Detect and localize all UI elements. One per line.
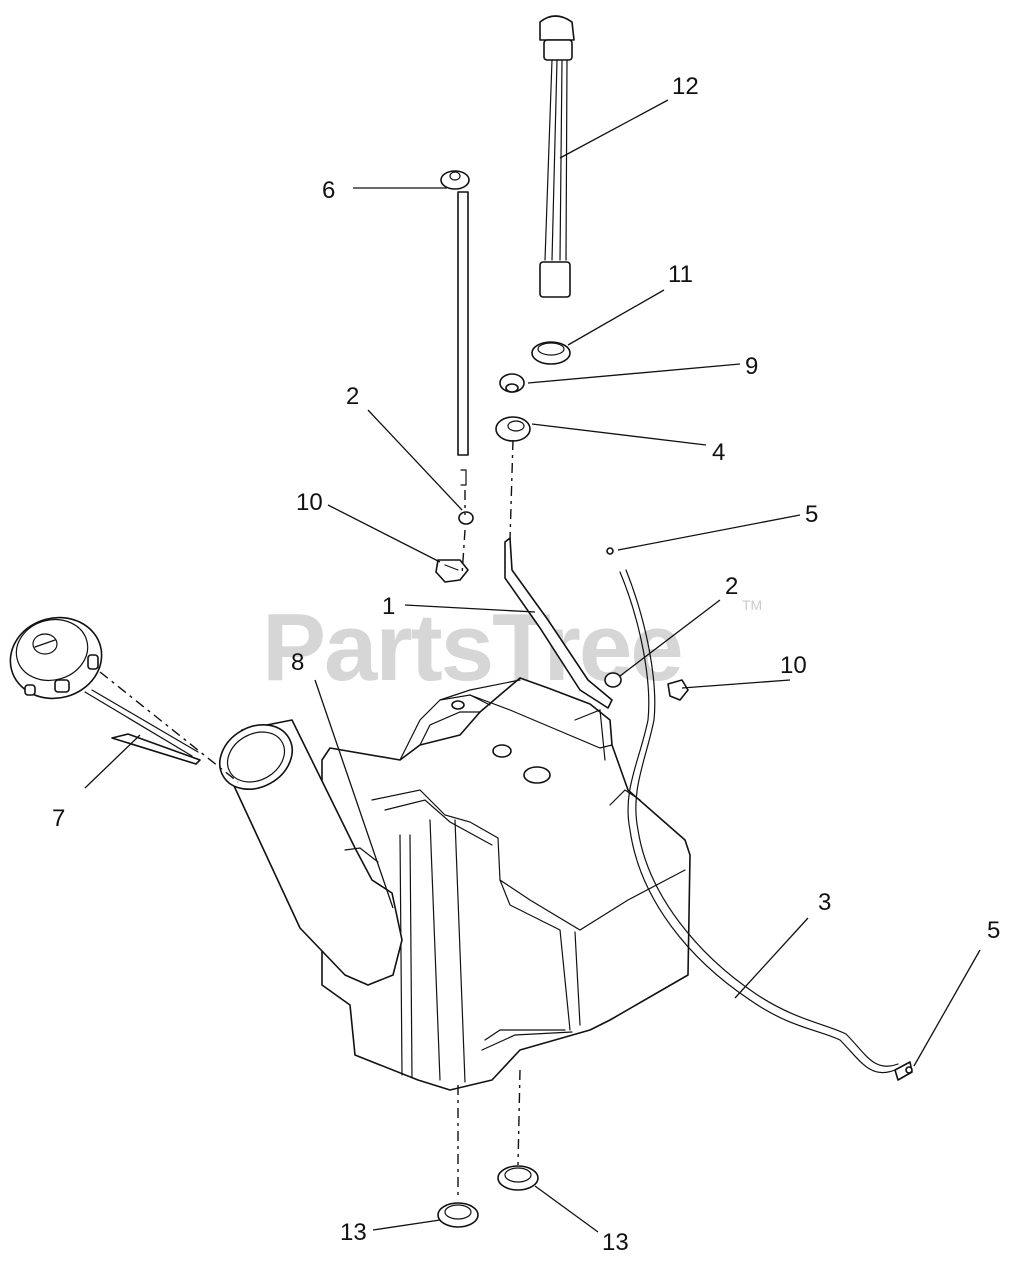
hose-clamp-left bbox=[458, 511, 474, 525]
fuel-sender-unit bbox=[539, 15, 575, 298]
filler-neck bbox=[219, 719, 403, 986]
callout-12: 12 bbox=[672, 73, 699, 100]
bushing bbox=[495, 416, 531, 442]
vent-cap-top bbox=[606, 547, 614, 555]
watermark-trademark: TM bbox=[742, 597, 762, 613]
callout-labels: 6 12 11 9 4 2 10 5 1 2 10 8 7 3 5 13 13 bbox=[52, 73, 1000, 1256]
elbow-fitting bbox=[499, 373, 525, 393]
callout-7: 7 bbox=[52, 805, 65, 832]
fuel-cap bbox=[9, 616, 103, 700]
leader-lines bbox=[84, 99, 981, 1233]
hose-clamp-right bbox=[604, 672, 622, 688]
callout-10-left: 10 bbox=[296, 489, 323, 516]
callout-1: 1 bbox=[382, 593, 395, 620]
grommet-13-left bbox=[437, 1202, 479, 1228]
assembly-centerlines bbox=[99, 439, 521, 1200]
grommet-11 bbox=[531, 341, 571, 365]
callout-5-right: 5 bbox=[987, 917, 1000, 944]
callout-4: 4 bbox=[712, 439, 725, 466]
tie-strap-left bbox=[435, 559, 469, 583]
callout-8: 8 bbox=[291, 649, 304, 676]
fuel-tank bbox=[321, 677, 691, 1091]
callout-13-right: 13 bbox=[602, 1229, 629, 1256]
callout-3: 3 bbox=[818, 889, 831, 916]
callout-2-right: 2 bbox=[725, 573, 738, 600]
callout-2-left: 2 bbox=[346, 383, 359, 410]
fuel-gauge-rod bbox=[440, 170, 470, 486]
callout-13-left: 13 bbox=[340, 1219, 367, 1246]
callout-5-top: 5 bbox=[805, 501, 818, 528]
callout-10-right: 10 bbox=[780, 652, 807, 679]
callout-6: 6 bbox=[322, 177, 335, 204]
tie-strap-right bbox=[667, 679, 689, 701]
callout-11: 11 bbox=[668, 261, 693, 288]
callout-9: 9 bbox=[745, 353, 758, 380]
grommet-13-right bbox=[497, 1165, 539, 1191]
cap-tether bbox=[84, 689, 201, 765]
vent-cap-right bbox=[905, 1066, 913, 1074]
